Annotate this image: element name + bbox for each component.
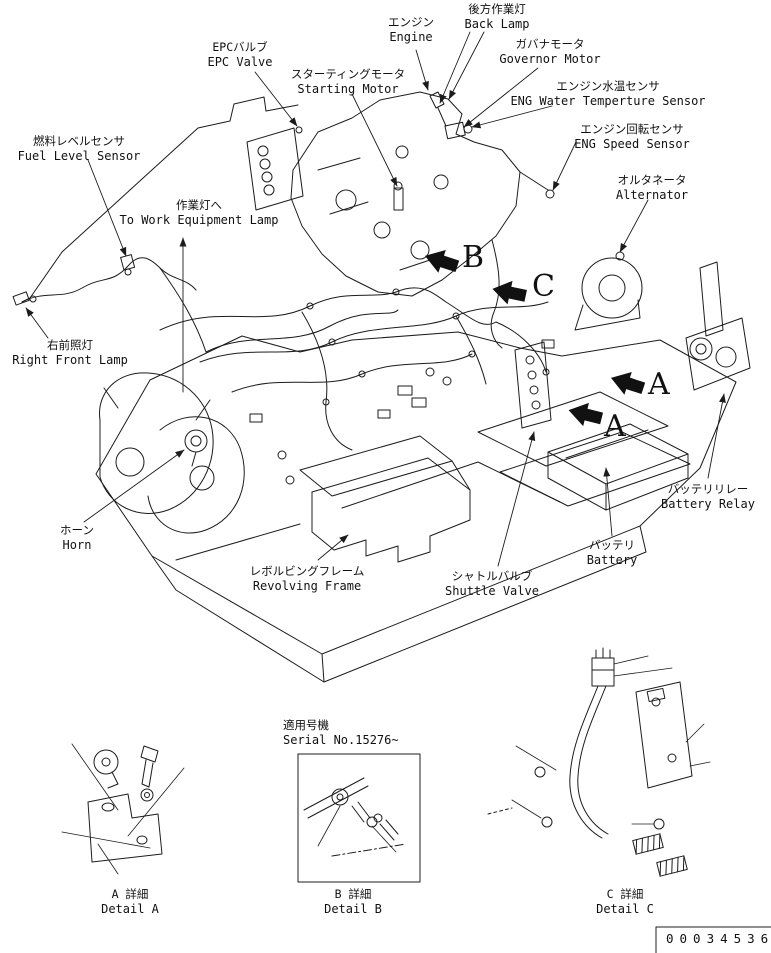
- label-horn-jp: ホーン: [60, 523, 94, 537]
- label-starting-motor: スターティングモータ Starting Motor: [291, 67, 405, 97]
- label-fuel-level-sensor-en: Fuel Level Sensor: [17, 149, 141, 163]
- label-eng-water-temp-sensor: エンジン水温センサ ENG Water Temperture Sensor: [510, 79, 705, 109]
- engine-drawing: [290, 91, 555, 349]
- label-right-front-lamp-jp: 右前照灯: [47, 338, 93, 352]
- label-back-lamp: 後方作業灯 Back Lamp: [464, 2, 529, 32]
- alternator-drawing: [574, 251, 643, 331]
- bracket-drawing: [99, 372, 245, 534]
- label-fuel-level-sensor: 燃料レベルセンサ Fuel Level Sensor: [18, 134, 141, 164]
- detail-c-caption-jp: C 詳細: [606, 887, 644, 901]
- detail-b-drawing: [297, 753, 421, 883]
- harness-drawing: [159, 287, 555, 485]
- label-fuel-level-sensor-jp: 燃料レベルセンサ: [32, 134, 125, 148]
- battery-drawing: [547, 423, 689, 511]
- label-back-lamp-en: Back Lamp: [464, 17, 530, 31]
- detail-b-caption-jp: B 詳細: [334, 887, 372, 901]
- label-epc-valve-en: EPC Valve: [207, 55, 273, 69]
- serial-note-jp: 適用号機: [283, 718, 329, 732]
- label-starting-motor-en: Starting Motor: [297, 82, 399, 96]
- view-arrow-a-lower: [568, 402, 604, 427]
- label-engine-jp: エンジン: [388, 15, 434, 29]
- label-governor-motor-jp: ガバナモータ: [515, 37, 585, 51]
- label-governor-motor: ガバナモータ Governor Motor: [499, 37, 600, 67]
- label-eng-speed-sensor-en: ENG Speed Sensor: [574, 137, 690, 151]
- detail-b-caption: B 詳細 Detail B: [324, 887, 382, 917]
- detail-a-drawing: [61, 743, 185, 875]
- label-epc-valve: EPCバルブ EPC Valve: [207, 40, 272, 70]
- label-alternator: オルタネータ Alternator: [616, 173, 688, 203]
- deck-plate-drawing: [477, 391, 691, 507]
- detail-c-caption: C 詳細 Detail C: [596, 887, 654, 917]
- label-eng-water-temp-sensor-en: ENG Water Temperture Sensor: [510, 94, 706, 108]
- label-to-work-equipment-lamp: 作業灯へ To Work Equipment Lamp: [120, 198, 279, 228]
- label-battery-relay-jp: バッテリリレー: [667, 482, 749, 496]
- label-eng-speed-sensor: エンジン回転センサ ENG Speed Sensor: [574, 122, 690, 152]
- label-revolving-frame-en: Revolving Frame: [252, 579, 362, 593]
- label-shuttle-valve: シャトルバルブ Shuttle Valve: [445, 569, 539, 599]
- label-revolving-frame: レボルビングフレーム Revolving Frame: [250, 564, 365, 594]
- label-battery-jp: バッテリ: [588, 538, 635, 552]
- battery-relay-drawing: [685, 261, 751, 391]
- label-shuttle-valve-en: Shuttle Valve: [445, 584, 539, 598]
- label-revolving-frame-jp: レボルビングフレーム: [249, 564, 365, 578]
- label-battery-relay: バッテリリレー Battery Relay: [661, 482, 755, 512]
- epc-valve-drawing: [246, 126, 304, 211]
- label-to-work-equipment-lamp-en: To Work Equipment Lamp: [119, 213, 279, 227]
- view-arrows: [424, 249, 646, 427]
- detail-a-caption-en: Detail A: [101, 902, 159, 916]
- part-number: 00034536: [666, 931, 771, 946]
- detail-a-caption-jp: A 詳細: [111, 887, 149, 901]
- view-arrow-c: [492, 280, 527, 305]
- detail-c-caption-en: Detail C: [596, 902, 654, 916]
- label-battery: バッテリ Battery: [587, 538, 638, 568]
- label-eng-water-temp-sensor-jp: エンジン水温センサ: [556, 79, 660, 93]
- shuttle-valve-drawing: [514, 341, 552, 429]
- label-battery-relay-en: Battery Relay: [661, 497, 755, 511]
- label-horn: ホーン Horn: [60, 523, 94, 553]
- label-engine-en: Engine: [389, 30, 433, 44]
- leader-lines: [25, 31, 726, 567]
- serial-note: 適用号機 Serial No.15276~: [283, 718, 399, 748]
- left-harness-drawing: [12, 254, 207, 353]
- view-marker-c: C: [532, 269, 555, 304]
- label-shuttle-valve-jp: シャトルバルブ: [451, 569, 533, 583]
- label-back-lamp-jp: 後方作業灯: [468, 2, 526, 16]
- label-governor-motor-en: Governor Motor: [499, 52, 601, 66]
- view-marker-b: B: [462, 240, 485, 275]
- horn-drawing: [184, 429, 208, 467]
- label-alternator-en: Alternator: [615, 188, 689, 202]
- label-horn-en: Horn: [62, 538, 92, 552]
- detail-c-drawing: [487, 647, 711, 877]
- label-eng-speed-sensor-jp: エンジン回転センサ: [580, 122, 684, 136]
- detail-a-caption: A 詳細 Detail A: [101, 887, 159, 917]
- label-battery-en: Battery: [586, 553, 638, 567]
- label-alternator-jp: オルタネータ: [617, 173, 687, 187]
- view-arrow-a-upper: [610, 371, 646, 395]
- label-right-front-lamp-en: Right Front Lamp: [12, 353, 128, 367]
- view-marker-a-lower: A: [604, 409, 626, 444]
- label-epc-valve-jp: EPCバルブ: [212, 40, 268, 54]
- view-marker-a-upper: A: [648, 367, 670, 402]
- serial-note-en: Serial No.15276~: [283, 733, 399, 747]
- detail-b-caption-en: Detail B: [324, 902, 382, 916]
- cover-plate-drawing: [299, 435, 471, 563]
- part-number-box: [655, 926, 771, 953]
- revolving-frame-drawing: [95, 331, 737, 683]
- label-to-work-equipment-lamp-jp: 作業灯へ: [175, 198, 222, 212]
- label-engine: エンジン Engine: [388, 15, 434, 45]
- label-right-front-lamp: 右前照灯 Right Front Lamp: [12, 338, 128, 368]
- label-starting-motor-jp: スターティングモータ: [290, 67, 406, 81]
- view-arrow-b: [424, 249, 460, 273]
